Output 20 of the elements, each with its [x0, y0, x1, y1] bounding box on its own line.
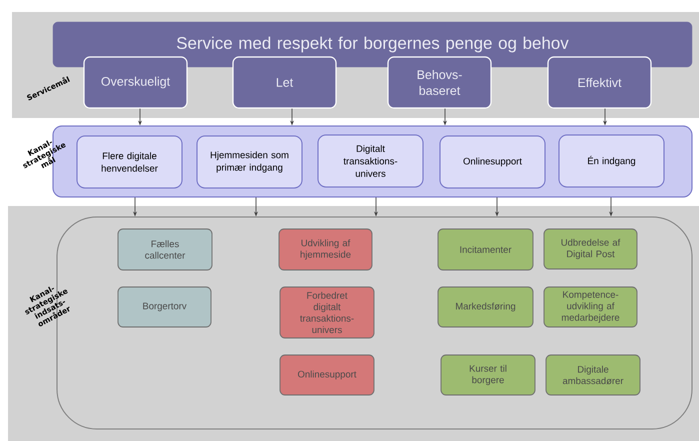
action-box: Kurser til borgere — [440, 354, 536, 396]
goal-box: Hjemmesiden som primær indgang — [196, 136, 302, 188]
action-box: Digitale ambassadører — [546, 354, 640, 396]
action-box: Onlinesupport — [280, 354, 374, 396]
goal-box: Let — [232, 56, 337, 109]
action-box: Markedsføring — [438, 286, 534, 328]
goal-box: Onlinesupport — [440, 136, 546, 188]
action-box: Incitamenter — [438, 228, 534, 270]
goal-box: Digitalt transaktions- univers — [318, 134, 424, 188]
action-box: Forbedret digitalt transaktions- univers — [280, 286, 374, 338]
action-box: Fælles callcenter — [118, 228, 212, 270]
goal-box: Effektivt — [547, 56, 652, 109]
goal-box: Overskueligt — [83, 56, 188, 109]
action-box: Udbredelse af Digital Post — [544, 228, 638, 270]
action-box: Udvikling af hjemmeside — [278, 228, 372, 270]
action-box: Borgertorv — [118, 286, 212, 328]
goal-box: Behovs- baseret — [387, 56, 492, 109]
goal-box: Én indgang — [558, 134, 664, 188]
goal-box: Flere digitale henvendelser — [76, 136, 182, 188]
action-box: Kompetence- udvikling af medarbejdere — [544, 286, 638, 328]
